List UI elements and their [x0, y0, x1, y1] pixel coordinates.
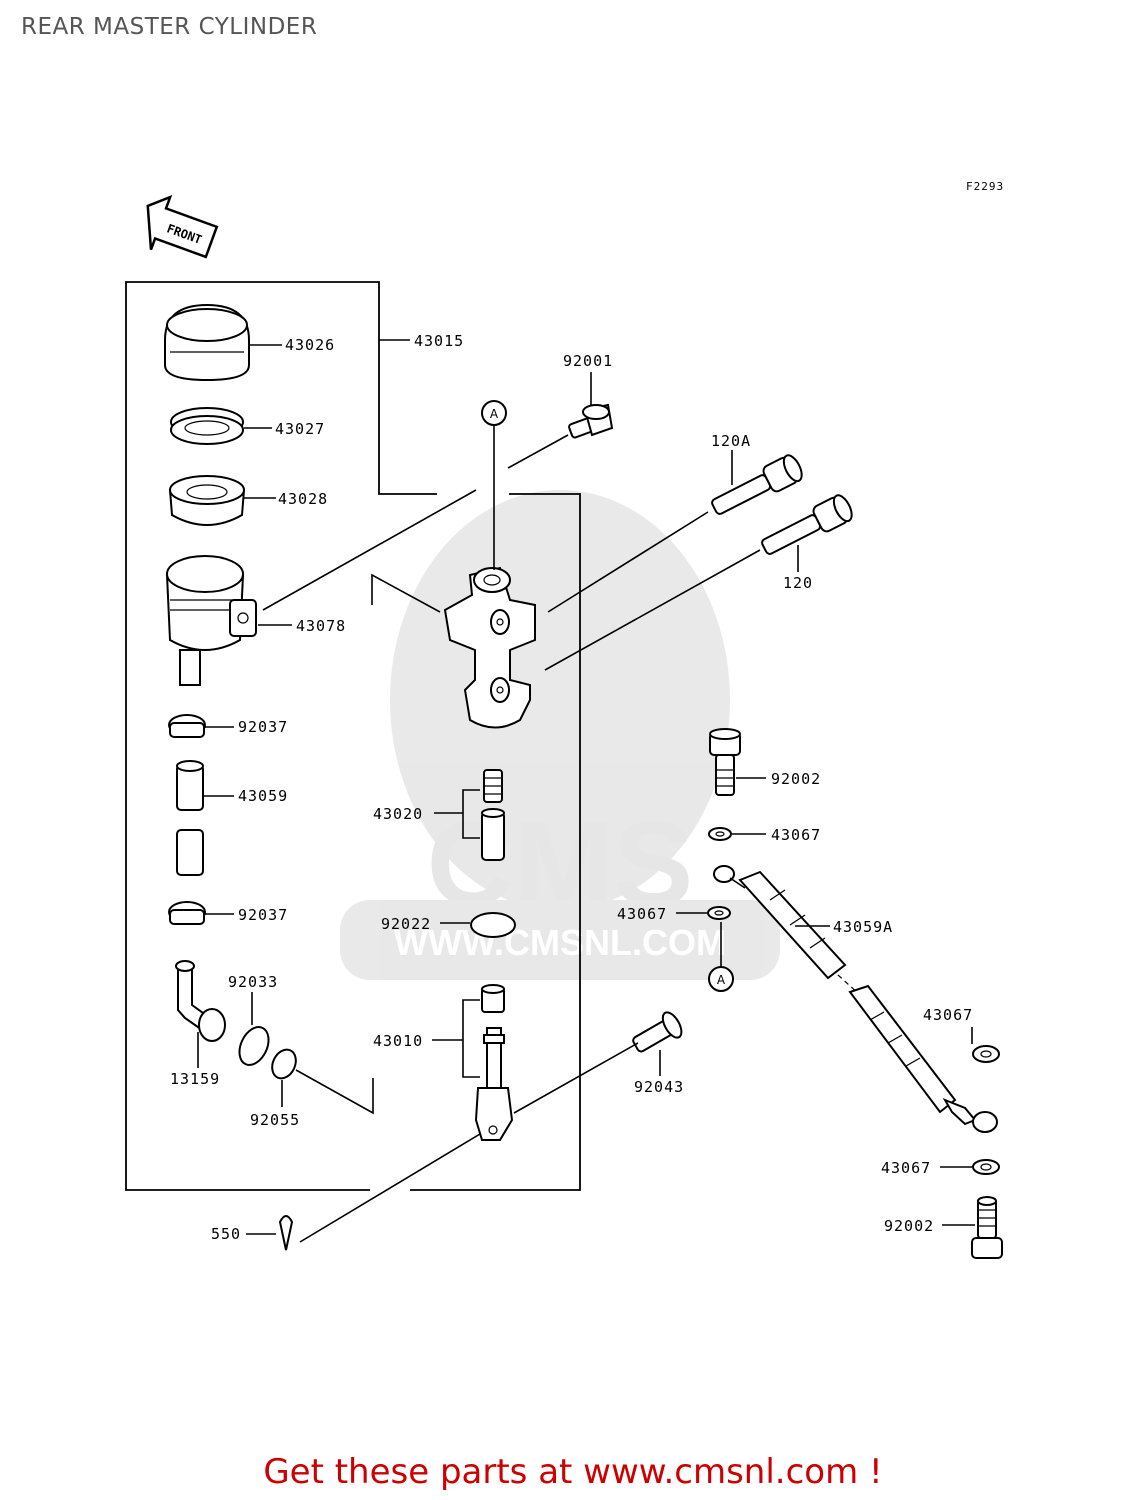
- part-label: 43067: [923, 1006, 973, 1024]
- part-label: 92055: [250, 1111, 300, 1129]
- bolt-part: [711, 454, 803, 515]
- watermark-url-text: WWW.CMSNL.COM: [394, 922, 726, 963]
- part-label: 43028: [278, 490, 328, 508]
- part-label: 43027: [275, 420, 325, 438]
- watermark-logo-text: CMS: [427, 797, 694, 931]
- diaphragm-plate-part: [170, 407, 244, 445]
- washer-part: [707, 906, 731, 920]
- part-label: 92001: [563, 352, 613, 370]
- hose-part: [176, 760, 204, 876]
- circlip-part: [470, 912, 516, 938]
- bolt-part: [761, 494, 853, 555]
- part-labels: 43015 43026 43027 43028 43078 92037 4305…: [170, 332, 973, 1243]
- elbow-fitting-part: [175, 960, 226, 1042]
- part-label: 92037: [238, 906, 288, 924]
- bolt-part: [568, 403, 614, 439]
- part-label: 120A: [711, 432, 751, 450]
- reservoir-cap-part: [164, 303, 250, 382]
- part-label: 92002: [771, 770, 821, 788]
- callout-a-marker: A: [481, 400, 507, 426]
- push-rod-part: [474, 984, 514, 1141]
- part-label: 550: [211, 1225, 241, 1243]
- part-label: 43026: [285, 336, 335, 354]
- front-arrow-icon: FRONT: [146, 194, 219, 259]
- part-label: 92043: [634, 1078, 684, 1096]
- washer-part: [708, 827, 732, 841]
- callout-a-marker: A: [708, 966, 734, 992]
- part-label: 43067: [881, 1159, 931, 1177]
- assembly-bracket-43015: [125, 281, 581, 1191]
- banjo-bolt-part: [971, 1196, 1003, 1259]
- washer-part: [972, 1159, 1000, 1175]
- part-label: 43067: [771, 826, 821, 844]
- clevis-pin-part: [632, 1011, 683, 1053]
- part-label: 92002: [884, 1217, 934, 1235]
- part-label: 43059A: [833, 918, 893, 936]
- part-label: 43010: [373, 1032, 423, 1050]
- washer-part: [972, 1045, 1000, 1063]
- part-label: 92037: [238, 718, 288, 736]
- part-label: 43067: [617, 905, 667, 923]
- part-label: 43059: [238, 787, 288, 805]
- callout-a-label: A: [490, 407, 499, 421]
- part-label: 120: [783, 574, 813, 592]
- part-label: 43020: [373, 805, 423, 823]
- banjo-bolt-part: [709, 728, 741, 796]
- page-title: REAR MASTER CYLINDER: [21, 14, 318, 40]
- figure-code: F2293: [966, 180, 1004, 193]
- push-rod-seal-part: [481, 769, 505, 861]
- part-label: 92033: [228, 973, 278, 991]
- callout-a-label: A: [717, 973, 726, 987]
- master-cylinder-body-part: [443, 566, 536, 729]
- hose-clamp-part: [168, 901, 206, 925]
- part-label: 92022: [381, 915, 431, 933]
- reservoir-part: [165, 555, 257, 686]
- part-label: 13159: [170, 1070, 220, 1088]
- o-ring-part: [271, 1048, 297, 1080]
- diaphragm-part: [168, 475, 246, 526]
- part-label: 43078: [296, 617, 346, 635]
- cotter-pin-part: [278, 1215, 294, 1251]
- brake-hose-part: [713, 865, 847, 980]
- brake-hose-part: [848, 984, 998, 1133]
- hose-clamp-part: [168, 714, 206, 738]
- footer-banner[interactable]: Get these parts at www.cmsnl.com !: [263, 1452, 883, 1492]
- part-label: 43015: [414, 332, 464, 350]
- circlip-part: [238, 1026, 270, 1066]
